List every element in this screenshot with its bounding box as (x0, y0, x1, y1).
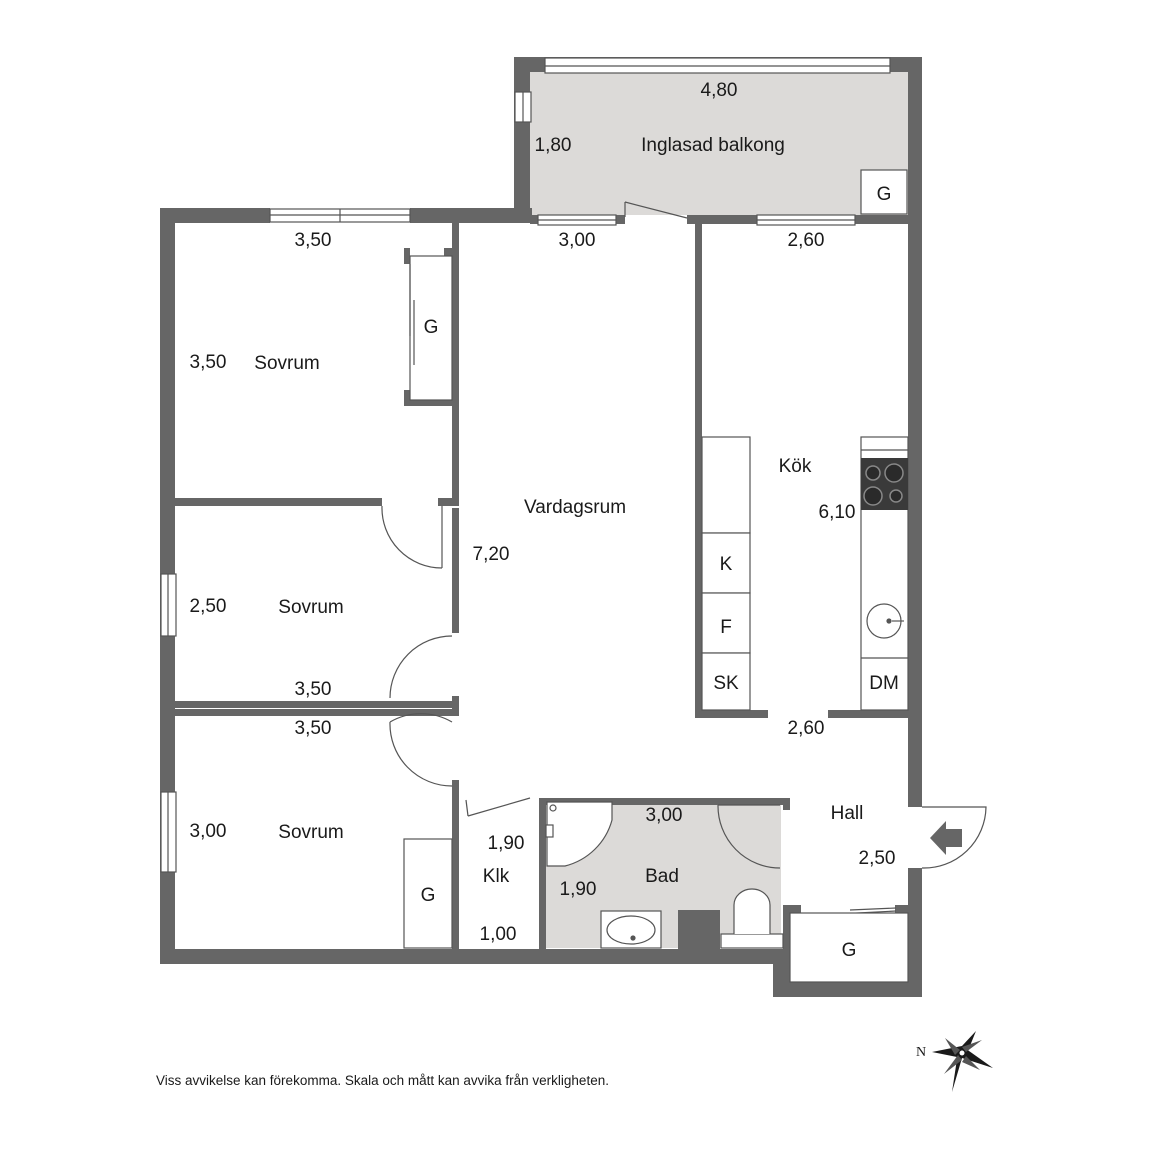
windows (160, 57, 891, 873)
bedroom3-depth: 3,00 (190, 821, 227, 842)
kitchen-bottom-width: 2,60 (788, 718, 825, 739)
bedroom1-name: Sovrum (254, 353, 319, 374)
bathroom-sink-icon (600, 910, 662, 949)
hall-wardrobe (789, 912, 909, 983)
klk-width: 1,00 (480, 924, 517, 945)
bedroom3-width: 3,50 (295, 718, 332, 739)
kitchen-width: 2,60 (788, 230, 825, 251)
balcony-wardrobe (860, 169, 908, 215)
bedroom2-width: 3,50 (295, 679, 332, 700)
hall-name: Hall (831, 803, 864, 824)
hall-depth: 2,50 (859, 848, 896, 869)
balcony-depth: 1,80 (535, 135, 572, 156)
kitchen-sink-icon (866, 603, 904, 639)
freezer-label: F (720, 617, 732, 638)
kitchen-depth: 6,10 (819, 502, 856, 523)
toilet-icon (720, 888, 784, 949)
bedroom1-closet-label: G (424, 317, 439, 338)
klk-depth: 1,90 (488, 833, 525, 854)
bath-name: Bad (645, 866, 679, 887)
kitchen-name: Kök (779, 456, 812, 477)
storage-label: SK (713, 673, 739, 694)
fridge (701, 532, 751, 594)
interior-walls (175, 223, 908, 982)
bedroom2-name: Sovrum (278, 597, 343, 618)
klk-name: Klk (483, 866, 510, 887)
left-counter (701, 436, 751, 534)
shower-icon (545, 801, 613, 867)
doors (381, 201, 987, 916)
bedroom1-width: 3,50 (295, 230, 332, 251)
living-width: 3,00 (559, 230, 596, 251)
balcony-closet-label: G (877, 184, 892, 205)
bedroom3-wardrobe (403, 838, 453, 949)
stove-icon (861, 458, 908, 510)
dishwasher-label: DM (869, 673, 899, 694)
living-name: Vardagsrum (524, 497, 626, 518)
balcony-name: Inglasad balkong (641, 135, 785, 156)
bedroom1-wardrobe (409, 255, 453, 401)
disclaimer-text: Viss avvikelse kan förekomma. Skala och … (156, 1073, 609, 1088)
balcony-width: 4,80 (701, 80, 738, 101)
bedroom3-name: Sovrum (278, 822, 343, 843)
balcony-floor (530, 72, 908, 215)
freezer (701, 592, 751, 654)
wardrobes (403, 169, 909, 983)
bedroom1-depth: 3,50 (190, 352, 227, 373)
room-labels: 4,80 1,80 Inglasad balkong G 3,50 3,50 S… (190, 80, 899, 961)
living-depth: 7,20 (473, 544, 510, 565)
entrance-arrow-icon (930, 821, 962, 855)
hall-closet-label: G (842, 940, 857, 961)
compass-north-label: N (916, 1045, 926, 1060)
compass-icon: N (916, 1031, 993, 1092)
fridge-label: K (720, 554, 733, 575)
storage-cabinet (701, 652, 751, 711)
bath-depth: 1,90 (560, 879, 597, 900)
bedroom2-depth: 2,50 (190, 596, 227, 617)
bedroom3-closet-label: G (421, 885, 436, 906)
bath-width: 3,00 (646, 805, 683, 826)
